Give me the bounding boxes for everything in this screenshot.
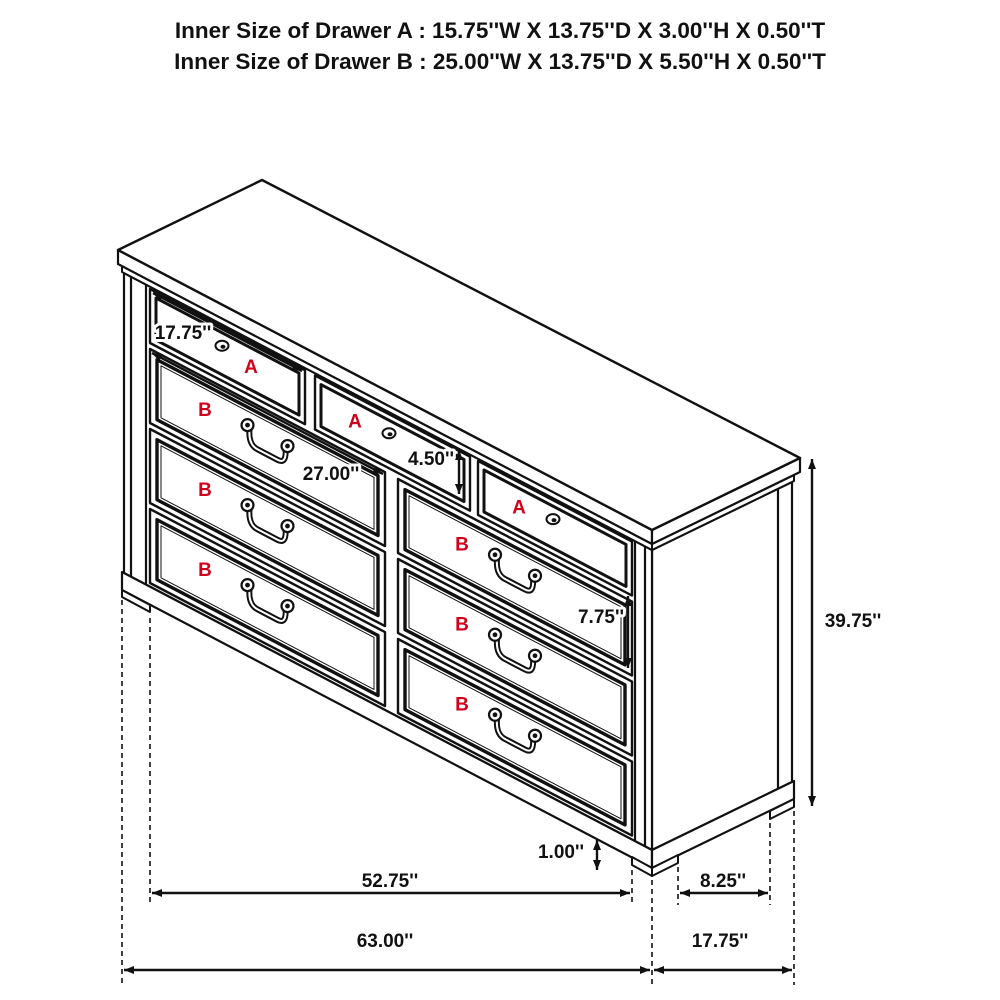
drawer-label: A	[512, 497, 526, 518]
bail-handle-highlight	[248, 508, 287, 542]
drawer-panel-inner	[408, 575, 622, 740]
header-drawer-a-size: Inner Size of Drawer A : 15.75''W X 13.7…	[175, 18, 825, 43]
handle-rosette-center	[492, 552, 498, 558]
front-right-foot-side	[651, 854, 679, 877]
dimension-labels: 17.75'' 27.00'' 4.50'' 7.75'' 39.75'' 1.…	[152, 320, 882, 952]
drawer-panel	[482, 468, 628, 588]
overall-height-label: 39.75''	[825, 611, 882, 632]
drawer-panel-inner	[160, 445, 375, 610]
drawer-label: B	[198, 480, 212, 501]
drawer-label: B	[455, 695, 469, 716]
handle-rosette-center	[285, 443, 290, 449]
leg-height-label: 1.00''	[538, 842, 584, 863]
drawer-a-3: A	[476, 459, 634, 597]
header: Inner Size of Drawer A : 15.75''W X 13.7…	[174, 18, 826, 74]
bail-handle-highlight	[495, 637, 535, 672]
knob-center	[387, 432, 393, 437]
leg-depth-label: 8.25''	[700, 871, 746, 892]
drawer-label: B	[455, 535, 469, 556]
drawer-label: B	[455, 615, 469, 636]
bail-handle-highlight	[495, 557, 535, 592]
drawer-b-width-arrow	[151, 351, 384, 476]
drawer-label: B	[198, 400, 212, 421]
knob-center	[551, 518, 557, 523]
drawer-b-height-label: 7.75''	[578, 607, 624, 628]
handle-rosette-center	[245, 422, 250, 428]
handle-rosette-center	[285, 603, 290, 609]
overall-width-label: 63.00''	[357, 931, 414, 952]
drawer-label: A	[348, 411, 362, 432]
handle-rosette-center	[532, 653, 538, 659]
top-surface	[116, 178, 802, 532]
bail-handle-highlight	[495, 717, 535, 752]
handle-rosette-center	[245, 502, 250, 508]
drawer-panel-inner	[160, 525, 375, 690]
extension-lines	[121, 600, 795, 985]
handle-rosette-center	[285, 523, 290, 529]
handle-rosette-center	[532, 733, 538, 739]
back-right-foot	[769, 798, 795, 820]
handle-rosette-center	[492, 632, 498, 638]
drawer-b-left-3: B	[148, 507, 387, 708]
overall-depth-label: 17.75''	[692, 931, 749, 952]
bail-handle-highlight	[248, 588, 287, 622]
dimension-arrows	[124, 291, 816, 974]
drawer-panel-inner	[408, 495, 622, 660]
dresser: A A A B B B B B B	[116, 178, 802, 877]
drawer-b-left-2: B	[148, 427, 387, 628]
drawer-panel-inner	[408, 655, 622, 820]
drawer-label: B	[198, 560, 212, 581]
handle-rosette-center	[492, 712, 498, 718]
handle-rosette-center	[532, 573, 538, 579]
drawer-a-height-label: 4.50''	[408, 449, 454, 470]
inner-width-label: 52.75''	[362, 871, 419, 892]
drawer-a-width-label: 17.75''	[155, 323, 212, 344]
front-left-foot	[121, 589, 151, 613]
drawer-label: A	[244, 357, 258, 378]
drawer-b-right-2: B	[396, 557, 634, 757]
knob-center	[220, 344, 226, 349]
drawer-b-width-label: 27.00''	[303, 464, 360, 485]
handle-rosette-center	[245, 582, 250, 588]
header-drawer-b-size: Inner Size of Drawer B : 25.00''W X 13.7…	[174, 49, 826, 74]
drawer-b-right-3: B	[396, 637, 634, 837]
